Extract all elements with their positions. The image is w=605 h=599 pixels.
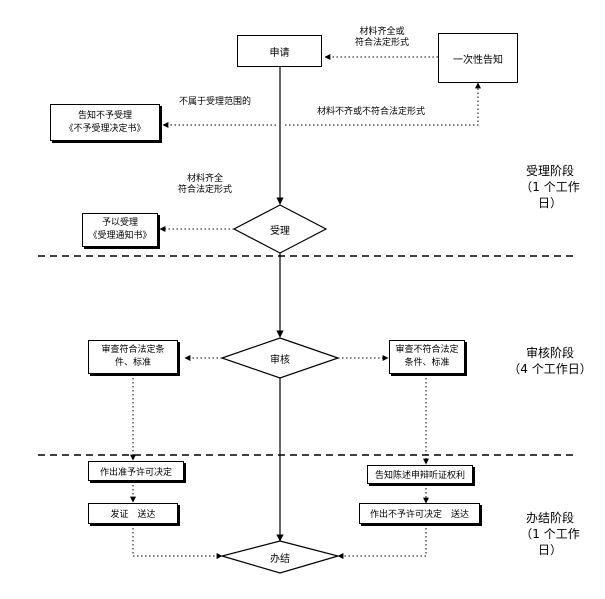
edge-deny-to-finish bbox=[337, 524, 427, 559]
review-ok-box: 审查符合法定条 件、标准 bbox=[88, 340, 178, 374]
accept-notice-line-1: 予以受理 bbox=[101, 218, 138, 228]
issue-label: 发证 送达 bbox=[110, 510, 156, 520]
stage-finish: 办结阶段 （1 个工作 日） bbox=[510, 510, 590, 558]
stage-accept-name: 受理阶段 bbox=[525, 164, 574, 178]
edge-label-complete-line-2: 符合法定形式 bbox=[354, 38, 409, 48]
edge-incomplete-to-notice bbox=[285, 82, 481, 126]
edge-label-complete-line-1: 材料齐全或 bbox=[359, 27, 405, 37]
stage-accept-duration-1: （1 个工作 bbox=[520, 180, 580, 194]
hearing-notice-box: 告知陈述申辩听证权利 bbox=[367, 465, 473, 484]
accept-label: 受理 bbox=[270, 226, 290, 237]
review-fail-line-1: 审查不符合法定 bbox=[395, 345, 459, 355]
edge-label-complete-to-accept-line-2: 符合法定形式 bbox=[177, 185, 232, 195]
approve-decision-box: 作出准予许可决定 bbox=[88, 461, 184, 481]
review-label: 审核 bbox=[270, 355, 290, 366]
edge-label-incomplete: 材料不齐或不符合法定形式 bbox=[316, 107, 425, 117]
edge-label-complete: 材料齐全或 符合法定形式 bbox=[347, 27, 417, 49]
stage-accept-duration-2: 日） bbox=[537, 196, 562, 210]
stage-review-duration-1: （4 个工作日） bbox=[508, 362, 592, 376]
stage-finish-duration-2: 日） bbox=[537, 543, 562, 557]
finish-label: 办结 bbox=[270, 554, 290, 565]
edge-label-complete-to-accept: 材料齐全 符合法定形式 bbox=[172, 174, 238, 196]
deny-deliver-label: 作出不予许可决定 送达 bbox=[369, 510, 469, 520]
stage-accept: 受理阶段 （1 个工作 日） bbox=[510, 163, 590, 211]
reject-notice-line-1: 告知不予受理 bbox=[77, 110, 132, 121]
stage-finish-name: 办结阶段 bbox=[525, 511, 574, 525]
accept-notice-box: 予以受理 《受理通知书》 bbox=[82, 213, 158, 247]
one-time-notice-box: 一次性告知 bbox=[438, 33, 518, 83]
accept-notice-line-2: 《受理通知书》 bbox=[88, 231, 152, 241]
stage-finish-duration-1: （1 个工作 bbox=[520, 527, 580, 541]
approve-decision-label: 作出准予许可决定 bbox=[99, 467, 172, 478]
edge-issue-to-finish bbox=[132, 524, 223, 559]
accept-diamond bbox=[232, 204, 328, 254]
review-ok-line-2: 件、标准 bbox=[114, 358, 151, 368]
reject-notice-box: 告知不予受理 《不予受理决定书》 bbox=[50, 104, 160, 141]
hearing-notice-label: 告知陈述申辩听证权利 bbox=[374, 471, 465, 481]
edge-label-complete-to-accept-line-1: 材料齐全 bbox=[186, 174, 223, 184]
review-ok-line-1: 审查符合法定条 bbox=[101, 345, 165, 355]
one-time-notice-label: 一次性告知 bbox=[453, 54, 503, 66]
edge-label-out-of-scope: 不属于受理范围的 bbox=[178, 97, 251, 107]
deny-deliver-box: 作出不予许可决定 送达 bbox=[359, 503, 480, 524]
review-fail-line-2: 条件、标准 bbox=[404, 358, 450, 368]
stage-review: 审核阶段 （4 个工作日） bbox=[500, 345, 600, 377]
reject-notice-line-2: 《不予受理决定书》 bbox=[64, 123, 146, 134]
apply-label: 申请 bbox=[269, 47, 290, 59]
review-fail-box: 审查不符合法定 条件、标准 bbox=[389, 340, 465, 374]
stage-review-name: 审核阶段 bbox=[525, 346, 574, 360]
finish-diamond bbox=[219, 540, 341, 574]
apply-box: 申请 bbox=[237, 35, 322, 67]
review-diamond bbox=[220, 337, 340, 379]
issue-box: 发证 送达 bbox=[88, 503, 178, 524]
